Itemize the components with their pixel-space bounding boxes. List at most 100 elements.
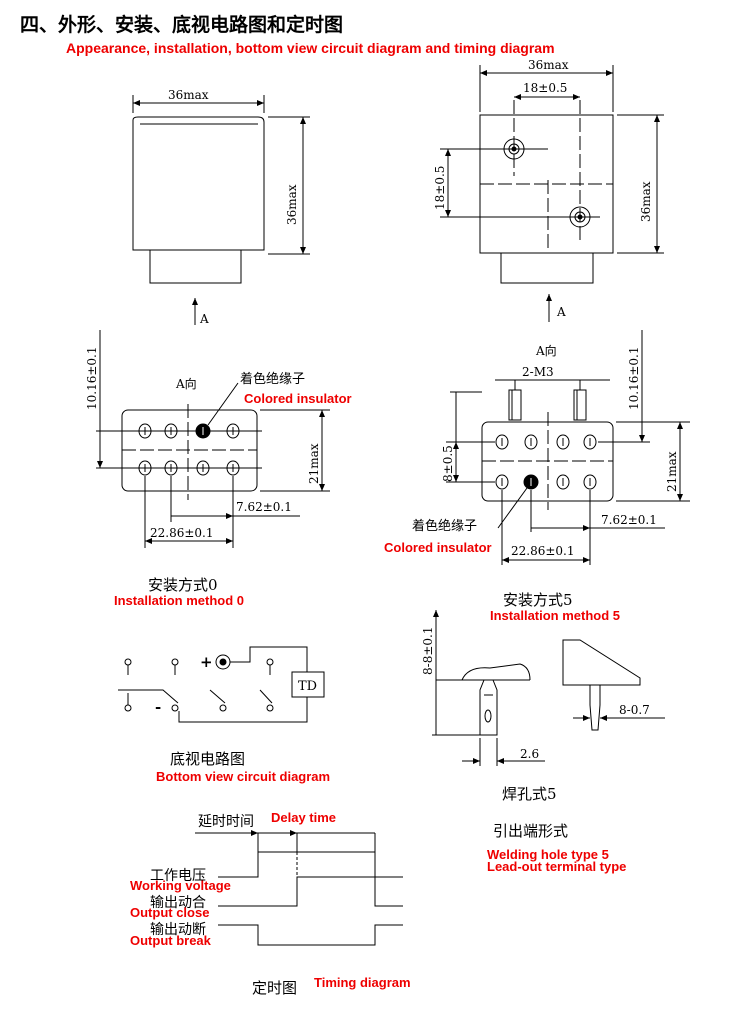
dim-18-horizontal-label: 18±0.5 [523,81,567,95]
output-close-en: Output close [130,905,209,920]
dim-21max-left: 21max [260,409,330,492]
mounting-holes [440,100,613,248]
dim-2-6-label: 2.6 [520,747,539,761]
colored-insulator-pin [195,423,211,439]
td-box [291,671,325,698]
dim-2-6: 2.6 [462,738,545,766]
installation-method-0-en: Installation method 0 [114,593,244,608]
dim-21max-left-label: 21max [307,443,321,484]
colored-insulator-pin [523,474,539,490]
dim-762-left: 7.62±0.1 [170,476,300,522]
insulator-callout-right: 着色绝缘子 Colored insulator [384,487,528,555]
dim-1016-left: 10.16±0.1 [85,330,103,468]
td-label: TD [298,679,317,694]
dim-36max-width-right-label: 36max [528,58,569,72]
side-view-outline [132,116,265,284]
delay-time-en: Delay time [271,810,336,825]
pin [226,423,240,439]
dim-36max-width-left: 36max [132,88,265,113]
dim-2286-right-label: 22.86±0.1 [511,544,575,558]
output-break-en: Output break [130,933,212,948]
pin [583,474,597,490]
dim-1016-right-label: 10.16±0.1 [627,347,641,411]
dim-21max-right-label: 21max [665,451,679,492]
insulator-right-cn: 着色绝缘子 [412,518,477,534]
dim-762-right: 7.62±0.1 [530,490,665,565]
pin [495,434,509,450]
dim-36max-height-left-label: 36max [285,184,299,225]
view-a-left-label: A向 [175,376,197,391]
dim-2286-left-label: 22.86±0.1 [150,526,214,540]
output-break-wave [218,924,403,946]
dim-21max-right: 21max [616,421,690,502]
dim-1016-right: 10.16±0.1 [598,330,650,443]
dim-2286-right: 22.86±0.1 [501,490,590,565]
dim-36max-height-left: 36max [268,116,310,255]
installation-method-0-cn: 安装方式0 [148,576,218,594]
thread-label: 2-M3 [522,365,554,379]
dim-2286-left: 22.86±0.1 [144,476,234,548]
circuit-title-en: Bottom view circuit diagram [156,769,330,784]
pin [524,434,538,450]
installation-method-5-cn: 安装方式5 [503,591,573,609]
minus-sign: - [155,698,161,716]
section-heading-en: Appearance, installation, bottom view ci… [66,40,555,56]
output-break-cn: 输出动断 [150,922,206,938]
dim-8-left-label: 8±0.5 [441,445,455,482]
insulator-left-cn: 着色绝缘子 [240,371,305,387]
dim-762-left-label: 7.62±0.1 [236,500,292,514]
timing-diagram [195,830,403,946]
dim-8-07-label: 8-0.7 [619,703,650,717]
dim-18-horizontal: 18±0.5 [514,81,580,100]
terminal-side-view [562,639,641,731]
arrow-a-right-label: A [556,305,566,319]
weld-type-en: Welding hole type 5 [487,847,609,862]
arrow-a-left-label: A [199,312,209,326]
arrow-a-left: A [192,298,209,326]
terminal-front-view [436,663,531,736]
insulator-callout-left: 着色绝缘子 Colored insulator [207,371,352,426]
pin [164,423,178,439]
pin [583,434,597,450]
pins-left [138,423,240,476]
working-voltage-wave [218,851,403,878]
dim-18-vertical-label: 18±0.5 [433,166,447,210]
dim-762-right-label: 7.62±0.1 [601,513,657,527]
working-voltage-en: Working voltage [130,878,231,893]
pin [196,460,210,476]
section-heading: 四、外形、安装、底视电路图和定时图 [20,14,344,36]
output-close-wave [218,876,403,907]
arrow-a-right: A [546,294,566,322]
dim-36max-width-left-label: 36max [168,88,209,102]
pins-right [495,434,597,490]
plus-sign: + [200,653,213,671]
pin [226,460,240,476]
view-a-right-label: A向 [535,343,557,358]
circuit-title-cn: 底视电路图 [170,750,245,768]
dim-1016-left-label: 10.16±0.1 [85,347,99,411]
circuit-diagram: TD + - [118,646,325,723]
dim-36max-width-right: 36max [479,58,614,112]
leadout-type-en: Lead-out terminal type [487,859,626,874]
base-plate-right [481,412,614,510]
dim-8-8-label: 8-8±0.1 [421,627,435,675]
pin [495,474,509,490]
output-close-cn: 输出动合 [150,895,206,911]
dim-36max-height-right-label: 36max [639,181,653,222]
dim-36max-height-right: 36max [617,114,664,254]
weld-type-cn: 焊孔式5 [502,785,557,803]
leadout-type-cn: 引出端形式 [493,822,568,840]
pin [556,474,570,490]
studs [508,389,587,421]
pin [138,423,152,439]
pin [138,460,152,476]
working-voltage-cn: 工作电压 [150,868,206,884]
dim-8-8: 8-8±0.1 [421,610,480,736]
pin [164,460,178,476]
dim-8-left: 8±0.5 [441,391,495,483]
insulator-right-en: Colored insulator [384,540,492,555]
timing-title-en: Timing diagram [314,975,411,990]
insulator-left-en: Colored insulator [244,391,352,406]
installation-method-5-en: Installation method 5 [490,608,620,623]
thread-callout: 2-M3 [495,365,610,390]
